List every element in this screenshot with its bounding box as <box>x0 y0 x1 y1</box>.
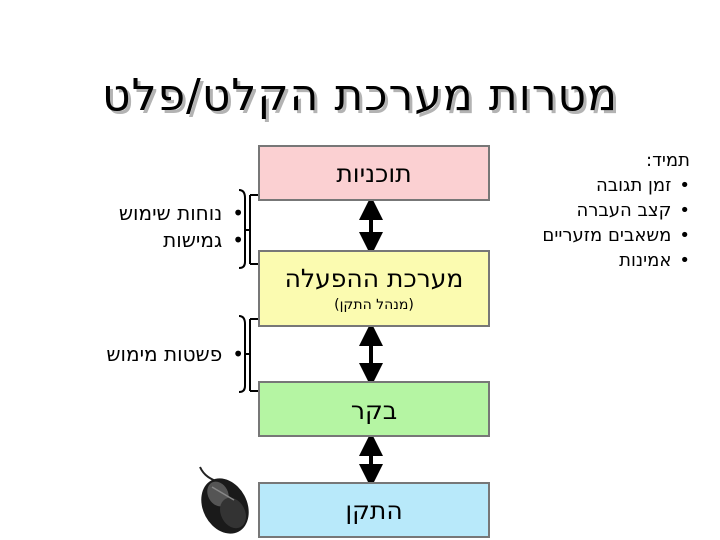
list-item: קצב העברה <box>542 198 690 223</box>
list-item: משאבים מזעריים <box>542 223 690 248</box>
layer-controller-label: בקר <box>260 398 488 423</box>
layer-device-label: התקן <box>260 498 488 523</box>
layer-applications-label: תוכניות <box>260 161 488 186</box>
layer-operating-system: מערכת ההפעלה (מנהל התקן) <box>258 250 490 327</box>
properties-top-list: נוחות שימוש גמישות <box>119 200 244 254</box>
layer-controller: בקר <box>258 381 490 437</box>
list-item: נוחות שימוש <box>119 200 244 227</box>
layer-applications: תוכניות <box>258 145 490 201</box>
layer-os-sublabel: (מנהל התקן) <box>260 297 488 313</box>
goals-header: תמיד: <box>542 148 690 173</box>
layer-device: התקן <box>258 482 490 538</box>
list-item: פשטות מימוש <box>106 341 244 368</box>
layer-os-label: מערכת ההפעלה <box>260 266 488 291</box>
goals-list: תמיד: זמן תגובה קצב העברה משאבים מזעריים… <box>542 148 690 273</box>
properties-bottom-list: פשטות מימוש <box>106 341 244 368</box>
list-item: זמן תגובה <box>542 173 690 198</box>
list-item: גמישות <box>119 227 244 254</box>
list-item: אמינות <box>542 248 690 273</box>
mouse-icon <box>192 467 258 540</box>
